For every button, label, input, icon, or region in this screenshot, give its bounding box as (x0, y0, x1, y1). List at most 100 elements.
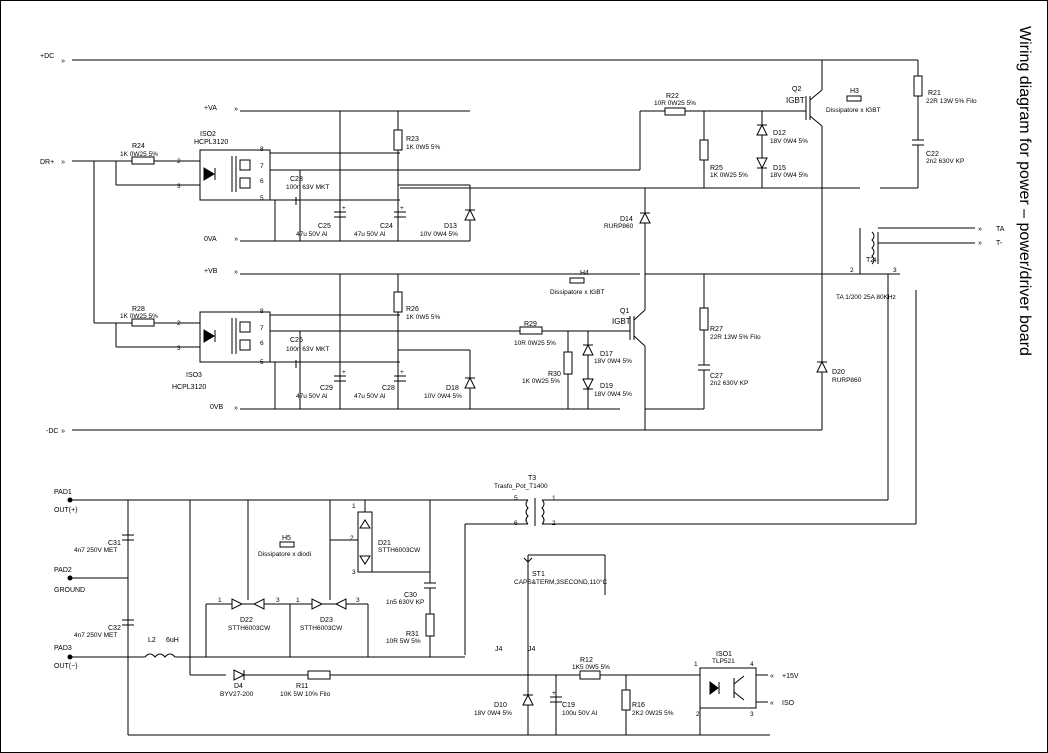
r23-val: 1K 0W5 5% (406, 144, 441, 151)
net-va0: 0VA (204, 236, 217, 243)
c28-ref: C28 (382, 385, 395, 392)
iso3-led-icon (203, 329, 215, 343)
q1-val: IGBT (612, 317, 631, 326)
r26-val: 1K 0W5 5% (406, 314, 441, 321)
d14-val: RURP860 (604, 223, 634, 230)
r11-val: 10K 5W 10% Filo (280, 691, 331, 698)
c27-val: 2n2 630V KP (710, 380, 748, 387)
net-pad3: PAD3 (54, 645, 72, 652)
d18-val: 10V 0W4 5% (424, 393, 462, 400)
svg-text:+: + (400, 369, 404, 376)
d19-ref: D19 (600, 383, 613, 390)
iso3-val: HCPL3120 (172, 384, 206, 391)
svg-text:4: 4 (750, 661, 754, 668)
d15-diode-icon (756, 157, 768, 170)
svg-text:8: 8 (260, 146, 264, 153)
r30-val: 1K 0W25 5% (522, 378, 560, 385)
r30-ref: R30 (548, 371, 561, 378)
arrow-vb: » (234, 269, 238, 276)
svg-text:3: 3 (276, 597, 280, 604)
svg-text:1: 1 (552, 495, 556, 502)
r29-body (519, 326, 543, 335)
svg-text:1: 1 (352, 503, 356, 510)
iso3-ref: ISO3 (186, 372, 202, 379)
svg-text:1: 1 (694, 661, 698, 668)
st1-val: CAPS&TERM,3SECOND,110°C (514, 578, 607, 586)
c25-ref: C25 (318, 223, 331, 230)
svg-text:+: + (552, 690, 556, 697)
h3-ref: H3 (850, 88, 859, 95)
d23a-diode-icon (311, 598, 324, 610)
iso1-ref: ISO1 (716, 651, 732, 658)
c30-val: 1n5 630V KP (386, 599, 424, 606)
r26-body (393, 291, 403, 313)
r23-ref: R23 (406, 136, 419, 143)
svg-text:1: 1 (296, 597, 300, 604)
net-out-neg: OUT(−) (54, 663, 78, 670)
r27-body (699, 307, 709, 331)
d14-group: D14 RURP860 (604, 188, 651, 274)
r21-val: 22R 13W 5% Filo (926, 98, 977, 105)
r25-ref: R25 (710, 165, 723, 172)
arrow-tneg: » (978, 240, 982, 247)
r11-body (307, 670, 331, 680)
arrow-dc-pos: » (61, 58, 65, 65)
arrow-dc-neg: » (61, 428, 65, 435)
svg-text:5: 5 (514, 495, 518, 502)
d23-val: STTH6003CW (300, 625, 343, 632)
svg-text:2: 2 (350, 535, 354, 542)
svg-text:4: 4 (873, 257, 877, 264)
d22-ref: D22 (240, 617, 253, 624)
r30-body (563, 351, 573, 375)
iso2-led-icon (203, 167, 215, 181)
svg-text:2: 2 (177, 320, 181, 327)
svg-text:2: 2 (177, 158, 181, 165)
r27-val: 22R 13W 5% Filo (710, 334, 761, 341)
svg-text:3: 3 (352, 569, 356, 576)
svg-text:+: + (400, 205, 404, 212)
arrow-vb0: » (234, 405, 238, 412)
c31-val: 4n7 250V MET (74, 547, 117, 554)
driver-b: ISO3 HCPL3120 2 3 8 7 6 5 R28 1K 0W25 5%… (120, 273, 640, 410)
d17-ref: D17 (600, 351, 613, 358)
driver-a: ISO2 HCPL3120 2 3 8 7 6 5 R24 1K 0W25 5%… (120, 110, 640, 242)
c29-val: 47u 50V Al (296, 393, 328, 400)
r29-val: 10R 0W25 5% (514, 340, 556, 347)
r23-body (393, 129, 403, 151)
svg-text:5: 5 (260, 195, 264, 202)
c25-val: 47u 50V Al (296, 231, 328, 238)
d23-ref: D23 (320, 617, 333, 624)
net-dc-pos: +DC (40, 53, 54, 60)
d21b-diode-icon (359, 555, 371, 565)
q2-ref: Q2 (792, 86, 801, 93)
c32-val: 4n7 250V MET (74, 632, 117, 639)
r21-ref: R21 (928, 90, 941, 97)
d13-ref: D13 (444, 223, 457, 230)
svg-text:7: 7 (260, 163, 264, 170)
c26-val: 100n 63V MKT (286, 346, 329, 353)
j4a-ref: J4 (495, 646, 503, 653)
d13-val: 10V 0W4 5% (420, 231, 458, 238)
r24-body (131, 156, 155, 165)
c24-ref: C24 (380, 223, 393, 230)
r27-ref: R27 (710, 326, 723, 333)
net-out-pos: OUT(+) (54, 507, 78, 514)
low-side: R29 10R 0W25 5% R30 1K 0W25 5% D17 18V 0… (514, 188, 975, 430)
j4b-ref: J4 (528, 646, 536, 653)
st1-ref: ST1 (532, 571, 545, 578)
d4-val: BYV27-200 (220, 691, 254, 698)
t3-ref: T3 (528, 475, 536, 482)
d18-ref: D18 (446, 385, 459, 392)
svg-text:3: 3 (893, 267, 897, 274)
r24-ref: R24 (132, 143, 145, 150)
r22-val: 10R 0W25 5% (654, 100, 696, 107)
c30-ref: C30 (404, 592, 417, 599)
h4-val: Dissipatore x IGBT (550, 289, 605, 296)
arrow-va0: » (234, 236, 238, 243)
r16-ref: R16 (632, 702, 645, 709)
iso1-body (699, 667, 757, 709)
d10-diode-icon (522, 693, 534, 706)
d13-diode-icon (464, 208, 476, 221)
d12-val: 18V 0W4 5% (770, 138, 808, 145)
